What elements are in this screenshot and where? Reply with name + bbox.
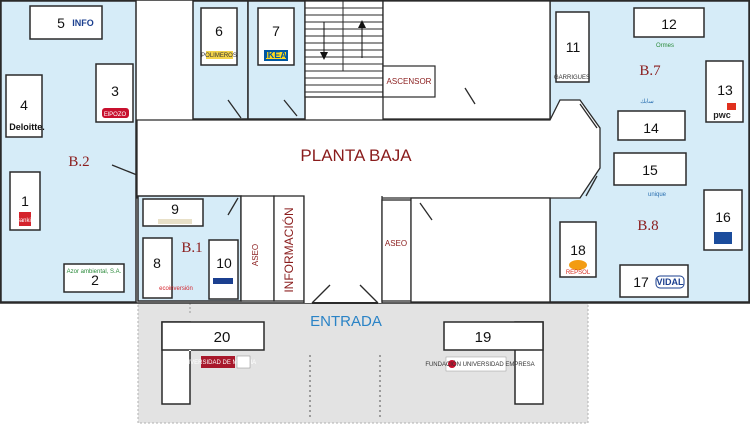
zone-b2-room	[0, 0, 137, 303]
stand-9[interactable]: 9	[142, 198, 204, 227]
stand-7[interactable]: 7 IKEA	[257, 7, 295, 66]
elevator-label: ASCENSOR	[387, 77, 432, 86]
stand-6[interactable]: 6 POLIMEROS	[200, 7, 238, 66]
deloitte-logo: Deloitte.	[9, 122, 45, 132]
floor-title: PLANTA BAJA	[300, 146, 412, 165]
stand-8[interactable]: 8	[142, 237, 173, 299]
upct-logo: UNIVERSIDAD DE MURCIA	[180, 360, 256, 366]
info-logo: INFO	[72, 18, 94, 28]
zone-b2-label: B.2	[68, 154, 89, 170]
elpozo-logo: ElPOZO	[104, 112, 127, 118]
stand-4[interactable]: 4 Deloitte.	[5, 74, 45, 138]
stand-12[interactable]: 12 Ormes	[633, 7, 705, 49]
stand-13[interactable]: 13 pwc	[705, 60, 744, 123]
stand-1[interactable]: 1 Bankia	[9, 171, 41, 231]
zone-b7-label: B.7	[639, 63, 661, 79]
svg-text:2: 2	[91, 272, 99, 288]
stand-18[interactable]: 18 REPSOL	[559, 221, 597, 278]
polimeros-logo: POLIMEROS	[201, 53, 237, 59]
elevator-box	[382, 65, 436, 98]
svg-text:1: 1	[21, 193, 29, 209]
svg-text:9: 9	[171, 201, 179, 217]
entrance-label: ENTRADA	[310, 313, 382, 330]
svg-text:8: 8	[153, 255, 161, 271]
stand-10[interactable]: 10	[208, 239, 239, 300]
stand-16[interactable]: 16	[703, 189, 743, 251]
svg-text:4: 4	[20, 97, 28, 113]
svg-text:3: 3	[111, 83, 119, 99]
stairs-down-arrow-icon	[320, 22, 328, 60]
info-label: INFORMACIÓN	[281, 207, 296, 292]
garrigues-logo: GARRIGUES	[554, 75, 590, 81]
svg-text:17: 17	[633, 274, 649, 290]
entrance-hall	[304, 196, 382, 303]
toilet-right	[381, 199, 412, 302]
svg-text:13: 13	[717, 82, 733, 98]
zone-b8-label: B.8	[637, 218, 658, 234]
vidal-logo: VIDAL	[657, 277, 685, 287]
arabic-logo: ﺳﺎﺑﻚ	[640, 98, 654, 105]
svg-text:20: 20	[214, 329, 231, 346]
fundacion-logo: FUNDACIÓN UNIVERSIDAD EMPRESA	[425, 361, 534, 368]
stand-17[interactable]: 17 VIDAL	[619, 264, 689, 298]
svg-text:10: 10	[216, 255, 232, 271]
svg-text:14: 14	[643, 120, 659, 136]
stairs-up-arrow-icon	[358, 20, 366, 58]
svg-text:18: 18	[570, 242, 586, 258]
elevator-room	[382, 0, 551, 120]
svg-text:16: 16	[715, 209, 731, 225]
stand-11[interactable]: 11 GARRIGUES	[554, 11, 590, 83]
ikea-logo: IKEA	[265, 50, 287, 60]
svg-text:7: 7	[272, 23, 280, 39]
stand-14[interactable]: 14	[617, 110, 686, 141]
ecoinversion-logo: ecoinversión	[159, 286, 193, 292]
svg-text:12: 12	[661, 16, 677, 32]
stairs	[304, 0, 384, 98]
bankia-logo: Bankia	[16, 218, 35, 224]
unique-logo: unique	[648, 192, 667, 198]
stand-20[interactable]: 20 UNIVERSIDAD DE MURCIA	[161, 321, 265, 405]
repsol-logo: REPSOL	[566, 270, 591, 276]
stand-2[interactable]: 2 Azor ambiental, S.A.	[63, 263, 125, 293]
svg-text:5: 5	[57, 15, 65, 31]
stand-15[interactable]: 15 unique	[613, 152, 687, 198]
stand-5[interactable]: 5 INFO	[29, 5, 103, 40]
toilet-right-label: ASEO	[385, 239, 407, 248]
pwc-logo: pwc	[713, 110, 731, 120]
svg-text:15: 15	[642, 162, 658, 178]
stand-3[interactable]: 3 ElPOZO	[95, 63, 134, 123]
toilet-left-label: ASEO	[251, 244, 260, 266]
zone-b1-label: B.1	[181, 240, 202, 256]
azor-logo: Azor ambiental, S.A.	[67, 269, 122, 275]
svg-text:11: 11	[566, 39, 581, 55]
svg-text:6: 6	[215, 23, 223, 39]
stand-19[interactable]: 19 FUNDACIÓN UNIVERSIDAD EMPRESA	[425, 321, 544, 405]
svg-text:19: 19	[475, 329, 492, 346]
ormes-logo: Ormes	[656, 43, 674, 49]
